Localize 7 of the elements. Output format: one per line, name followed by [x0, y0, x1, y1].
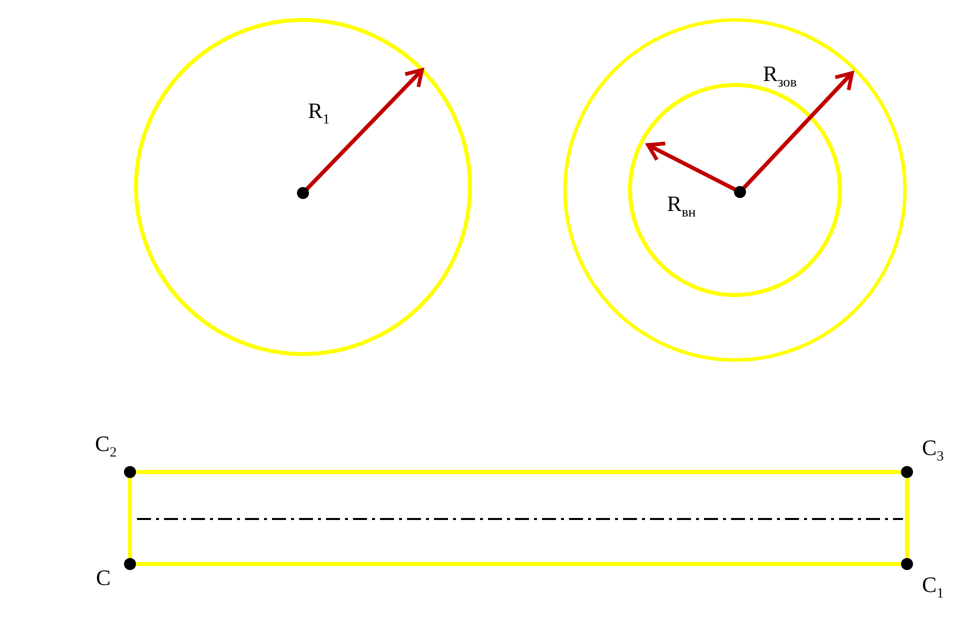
point-label: R$_{вн}$: [667, 193, 696, 220]
point-label: C$_{2}$: [95, 433, 117, 460]
point-label: C: [96, 567, 111, 589]
point-label: C$_{3}$: [922, 437, 944, 464]
point-label: C$_{1}$: [922, 574, 944, 602]
point-label: R$_{1}$: [308, 100, 330, 128]
point-label: R$_{зов}$: [763, 63, 797, 90]
